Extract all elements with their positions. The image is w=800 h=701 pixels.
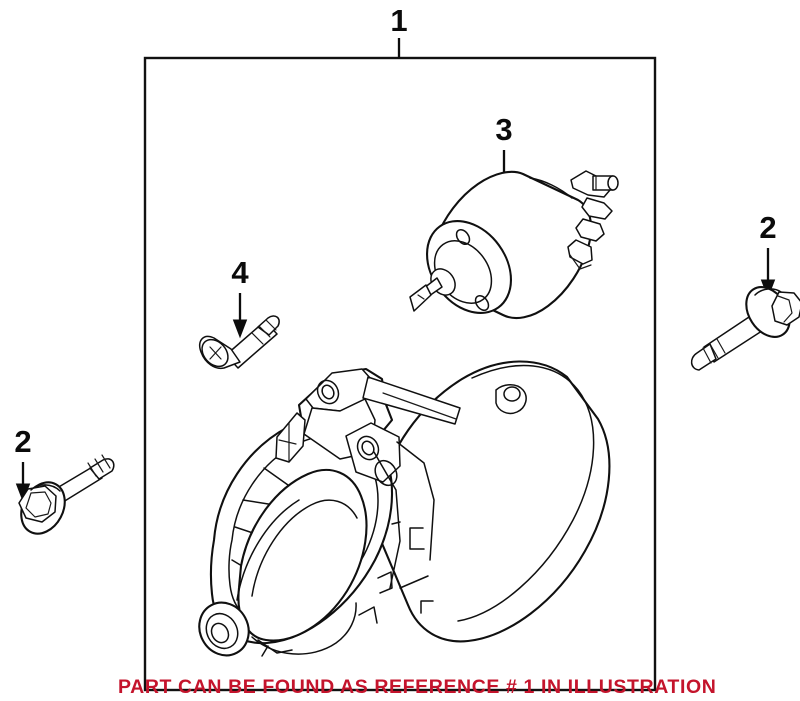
solenoid-bracket-tab-lower [567,239,593,265]
solenoid-plunger-blade-slot [417,294,425,300]
bracket-lower-hole-outer [356,435,380,461]
bracket-left-step [275,412,306,463]
bolt-left-thread-line-3 [101,454,111,469]
motor-can-mark-lower [420,600,434,614]
screw-cross-recess-stroke-2 [209,346,222,360]
screw-head-face [201,338,229,368]
bolt-right-hex-head [771,291,800,326]
bracket-can-transition-edge [396,441,435,561]
screw-thread-line-1 [251,332,264,345]
pinion-nose-cone [237,469,368,642]
bolt-left-hex-facet [25,491,52,518]
screw-head [199,335,241,370]
solenoid-bracket-tab-upper [581,197,613,220]
bracket-can-transition-edge-2 [373,451,401,589]
callout-2-right-label: 2 [759,210,776,245]
bolt-left-head-top [30,484,61,492]
callout-4: 4 [231,255,249,339]
bolt-right-head-top [754,288,782,296]
bracket-bolt-hole-outer [316,379,340,405]
bracket-bolt-hole-inner [321,384,335,400]
nose-lever-window-inner [257,639,293,654]
pinion-shaft-bore [210,622,230,644]
solenoid-bracket-foot [569,254,592,270]
bolt-right-thread-line-1 [702,347,712,364]
callout-1-label: 1 [390,3,407,38]
starter-solenoid [409,170,619,320]
callout-2-left: 2 [14,424,32,503]
solenoid-mount-hole-upper [455,229,471,245]
screw-thread-line-3 [265,319,277,331]
motor-rear-access-hole-inner [503,386,521,402]
drive-end-rib-3 [263,467,289,486]
bolt-right-thread-tip [690,343,717,371]
callout-1: 1 [390,3,408,58]
bolt-left-thread-line-1 [87,462,97,477]
solenoid-bracket-tab-mid [575,218,605,242]
pan-head-screw [199,315,280,370]
flange-bolt-right [690,286,800,371]
nose-lever-tab [261,645,269,657]
pinion-shaft-boss-ring [205,612,239,650]
footer-note-text: PART CAN BE FOUND AS REFERENCE # 1 IN IL… [118,676,716,698]
callout-2-left-label: 2 [14,424,31,459]
bracket-left-step-crease [278,439,297,445]
solenoid-rear-shoulder [529,177,573,199]
solenoid-plunger-blade [409,284,432,312]
callout-3-label: 3 [495,112,512,147]
motor-rear-access-hole-outer [495,384,527,415]
bolt-right-thread-line-3 [716,338,726,354]
callout-4-label: 4 [231,255,249,290]
solenoid-terminal-cap [607,175,619,191]
flange-bolt-left [18,454,115,535]
motor-can-end-seam [457,364,595,622]
callout-4-arrow-head [232,319,248,339]
shield-edge-notch-lower [358,606,378,624]
bolt-right-thread-line-2 [709,343,719,359]
screw-thread-line-2 [258,325,271,338]
motor-can-mark-upper [409,527,425,550]
bracket-top-rail-crease [382,392,457,420]
pinion-nose-taper-2 [236,499,300,601]
bolt-right-hex-facet [777,295,793,323]
bolt-left-thread-line-2 [94,458,104,473]
bracket-lower-hole-inner [361,440,375,456]
bracket-can-transition-foot [399,575,429,589]
motor-can-outline [375,360,611,643]
bracket-slot-detail [391,521,401,525]
pinion-nose-taper-1 [251,499,358,597]
solenoid-mount-hole-lower [474,295,490,311]
starter-motor-body [198,360,611,657]
